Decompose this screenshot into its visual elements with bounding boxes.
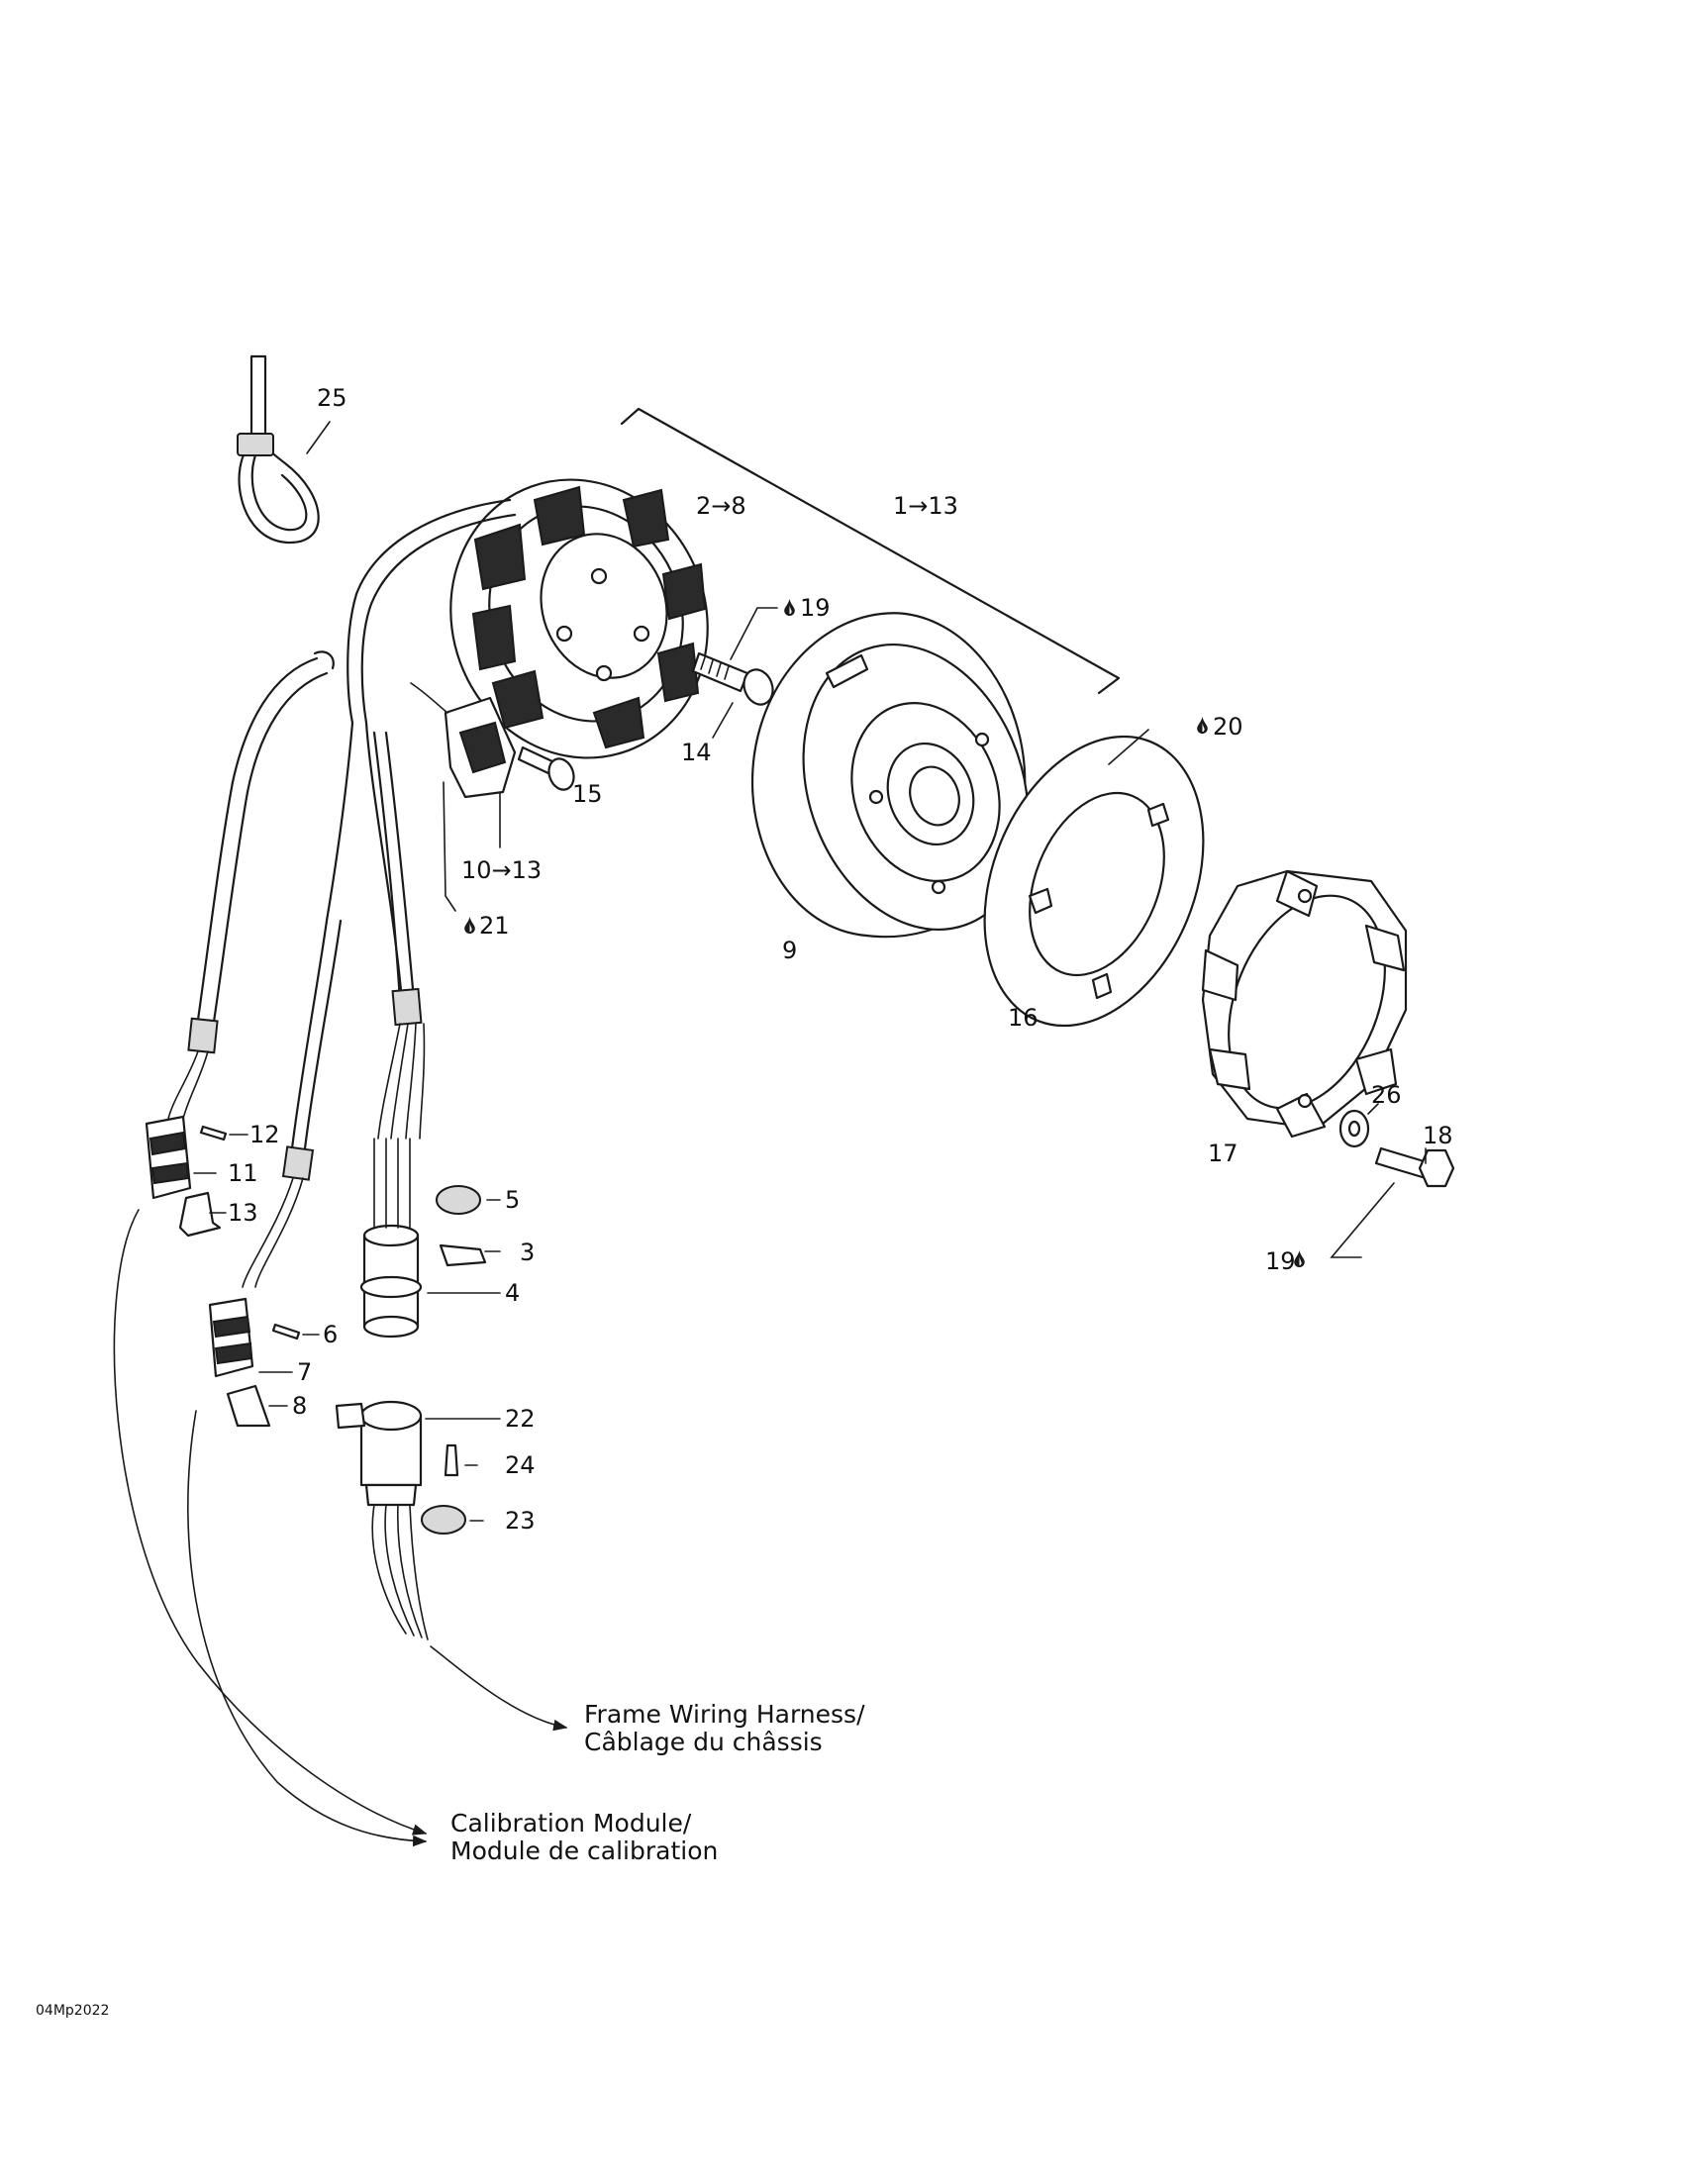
group-bracket bbox=[620, 407, 1121, 695]
calibration-callout-line1: Calibration Module/ bbox=[450, 1809, 692, 1837]
label-19b: 19 bbox=[1265, 1247, 1296, 1275]
drop-icon bbox=[784, 599, 795, 616]
label-26: 26 bbox=[1371, 1081, 1402, 1109]
label-15: 15 bbox=[572, 780, 603, 808]
clip-13-part bbox=[178, 1191, 222, 1238]
label-24: 24 bbox=[505, 1451, 536, 1479]
label-13: 13 bbox=[228, 1199, 258, 1227]
label-18: 18 bbox=[1423, 1122, 1453, 1149]
wiring-harness bbox=[167, 498, 517, 1288]
drop-icon bbox=[1197, 717, 1208, 734]
screw-14-part bbox=[691, 651, 774, 706]
leader-14 bbox=[712, 702, 734, 739]
leader-21 bbox=[443, 781, 456, 912]
connector-11-part bbox=[145, 1115, 192, 1200]
connector-7-part bbox=[208, 1297, 254, 1378]
label-20: 20 bbox=[1213, 713, 1243, 741]
label-23: 23 bbox=[505, 1507, 536, 1535]
label-6: 6 bbox=[323, 1321, 338, 1348]
leader-26 bbox=[1367, 1103, 1379, 1115]
cable-tie-part bbox=[237, 354, 320, 545]
terminal-3-part bbox=[439, 1243, 487, 1267]
ring-16-part bbox=[983, 735, 1205, 1028]
drop-icon bbox=[1294, 1250, 1305, 1267]
stator-part bbox=[449, 478, 709, 759]
trigger-coil-part bbox=[410, 682, 517, 799]
label-7: 7 bbox=[297, 1358, 312, 1386]
label-2-8: 2→8 bbox=[696, 492, 746, 520]
label-25: 25 bbox=[317, 384, 347, 412]
label-22: 22 bbox=[505, 1405, 536, 1433]
wires-to-frame bbox=[371, 1504, 429, 1640]
seal-23-part bbox=[421, 1505, 466, 1535]
leader-19b bbox=[1330, 1182, 1395, 1258]
seal-5-part bbox=[436, 1185, 481, 1215]
label-9: 9 bbox=[782, 937, 797, 964]
label-14: 14 bbox=[681, 739, 712, 766]
calibration-arrow-2 bbox=[187, 1410, 428, 1847]
rotor-part bbox=[750, 612, 1030, 939]
frame-harness-callout-line2: Câblage du châssis bbox=[584, 1728, 823, 1756]
label-5: 5 bbox=[505, 1186, 520, 1214]
bolt-18-part bbox=[1374, 1146, 1455, 1188]
calibration-arrow-1 bbox=[113, 1209, 428, 1836]
label-11: 11 bbox=[228, 1159, 258, 1187]
label-19a: 19 bbox=[800, 594, 831, 622]
terminal-24-part bbox=[444, 1443, 459, 1477]
connector-4-part bbox=[359, 1138, 423, 1339]
label-4: 4 bbox=[505, 1279, 520, 1307]
frame-harness-callout-line1: Frame Wiring Harness/ bbox=[584, 1700, 865, 1729]
washer-26-part bbox=[1338, 1109, 1370, 1148]
leader-25 bbox=[306, 421, 331, 454]
leader-20 bbox=[1108, 729, 1149, 765]
pin-6-part bbox=[271, 1323, 301, 1340]
pin-12-part bbox=[199, 1125, 228, 1142]
label-21: 21 bbox=[479, 912, 510, 940]
label-16: 16 bbox=[1008, 1004, 1039, 1032]
label-10-13: 10→13 bbox=[461, 856, 542, 884]
trigger-wheel-17-part bbox=[1201, 869, 1408, 1139]
screw-15-part bbox=[517, 745, 575, 791]
label-1-13: 1→13 bbox=[893, 492, 958, 520]
calibration-callout-line2: Module de calibration bbox=[450, 1837, 718, 1865]
clip-8-part bbox=[226, 1384, 271, 1428]
label-12: 12 bbox=[249, 1121, 280, 1148]
label-17: 17 bbox=[1208, 1140, 1238, 1167]
leader-19a bbox=[730, 607, 778, 660]
frame-harness-arrow bbox=[430, 1645, 568, 1732]
connector-22-part bbox=[335, 1400, 423, 1507]
drop-icon bbox=[464, 917, 475, 934]
label-3: 3 bbox=[520, 1239, 535, 1266]
label-8: 8 bbox=[292, 1392, 307, 1420]
drawing-code: 04Mp2022 bbox=[36, 2003, 109, 2019]
